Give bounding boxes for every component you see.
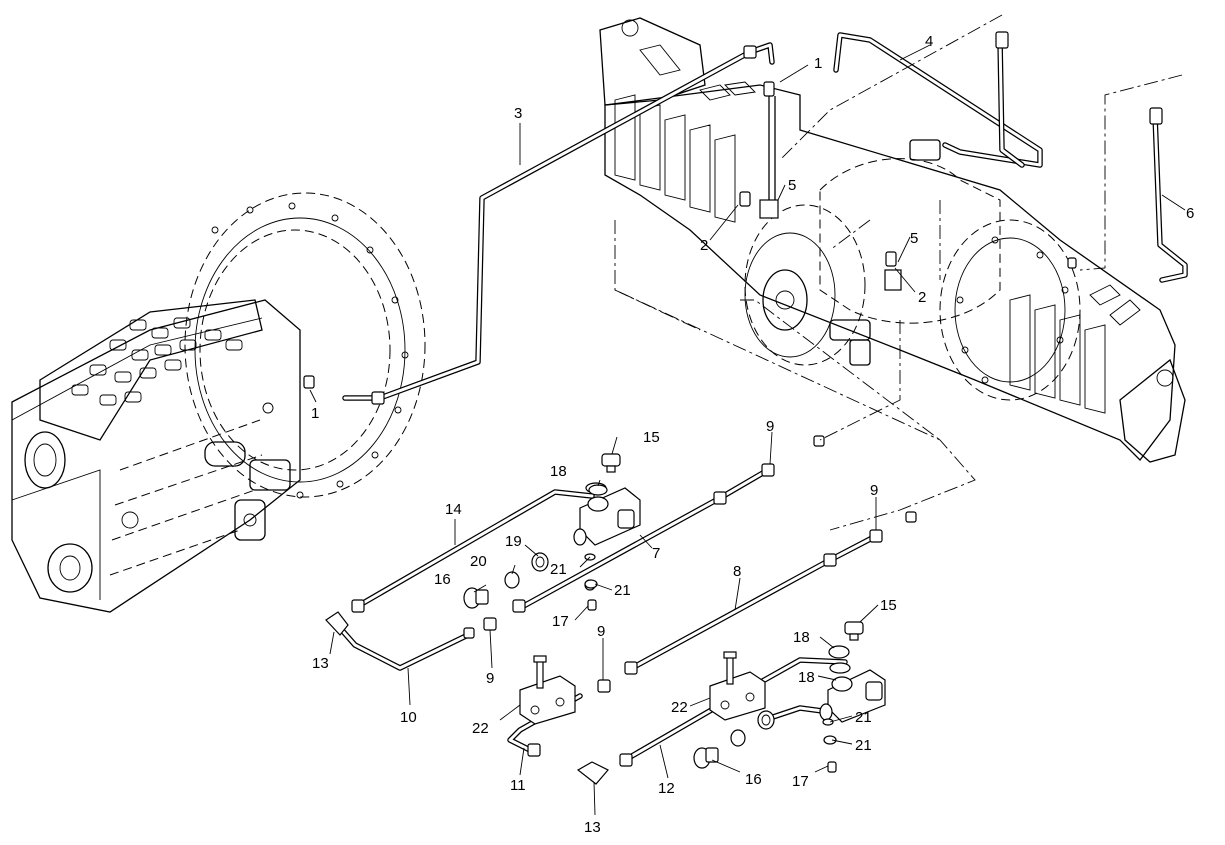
- callout-18-lower-a: 18: [793, 629, 810, 646]
- pipe-6: [1149, 107, 1188, 283]
- callout-1-top: 1: [814, 55, 822, 72]
- screw-17-lower: [827, 761, 837, 773]
- block-5-left: [759, 199, 779, 219]
- seal-rings: [504, 484, 850, 747]
- plug-16-upper: [463, 587, 489, 609]
- callout-22-right: 22: [671, 699, 688, 716]
- callout-9-b: 9: [870, 482, 878, 499]
- callout-21-lower-b: 21: [855, 737, 872, 754]
- callout-6: 6: [1186, 205, 1194, 222]
- plug-15-upper: [601, 453, 621, 473]
- fitting-1-transmission: [303, 375, 315, 389]
- callout-18-upper: 18: [550, 463, 567, 480]
- control-valve-block: [39, 299, 263, 441]
- callout-9-d: 9: [486, 670, 494, 687]
- axle-hub-right: [939, 219, 1081, 401]
- transmission-flange-outer: [184, 192, 426, 498]
- pipe-4: [833, 31, 1043, 168]
- construction-lines: [614, 14, 1183, 531]
- fittings-9: [483, 435, 917, 693]
- callout-21-upper-b: 21: [614, 582, 631, 599]
- plug-15-lower: [844, 621, 864, 641]
- elbow-13-upper: [325, 611, 349, 636]
- callout-9-c: 9: [597, 623, 605, 640]
- valve-body-upper: [573, 482, 641, 546]
- callout-17-upper: 17: [552, 613, 569, 630]
- callout-5-right: 5: [910, 230, 918, 247]
- callout-12: 12: [658, 780, 675, 797]
- cooling-fins-left: [614, 81, 756, 223]
- callout-20: 20: [470, 553, 487, 570]
- axle-hub-left: [744, 204, 866, 366]
- fitting-2-right: [885, 251, 897, 267]
- axle-housing: [604, 84, 1176, 461]
- clamp-22-right: [709, 651, 766, 721]
- callout-17-lower: 17: [792, 773, 809, 790]
- cooling-fins-right: [1009, 284, 1141, 414]
- callout-15-lower: 15: [880, 597, 897, 614]
- pipe-7: [512, 467, 771, 613]
- callout-14: 14: [445, 501, 462, 518]
- callout-4: 4: [925, 33, 933, 50]
- valve-body-lower: [819, 662, 886, 723]
- transmission-flange-inner: [199, 229, 391, 471]
- fitting-2-left: [739, 191, 751, 207]
- leader-lines: [309, 44, 1186, 816]
- pipe-8: [624, 533, 879, 675]
- block-5-right: [884, 269, 902, 291]
- callout-5-left: 5: [788, 177, 796, 194]
- callout-2-left: 2: [700, 237, 708, 254]
- callout-9-a: 9: [766, 418, 774, 435]
- callout-7: 7: [652, 545, 660, 562]
- callout-19: 19: [505, 533, 522, 550]
- callout-labels: 1 1 2 2 3 4 5 5 6 7 8 9 9 9 9 9 10 11 12…: [311, 33, 1194, 836]
- pipe-3: [342, 42, 775, 405]
- callout-3: 3: [514, 105, 522, 122]
- callout-8: 8: [733, 563, 741, 580]
- axle-center-drum: [819, 158, 1001, 324]
- callout-21-lower-a: 21: [855, 709, 872, 726]
- pipe-14: [351, 489, 595, 613]
- transmission-assembly: [11, 192, 426, 613]
- callout-2-right: 2: [918, 289, 926, 306]
- screw-17-upper: [587, 599, 597, 611]
- callout-13-lower: 13: [584, 819, 601, 836]
- pipe-10: [337, 625, 475, 671]
- callout-16-upper: 16: [434, 571, 451, 588]
- fitting-1-axle: [763, 81, 775, 97]
- transmission-housing: [11, 299, 301, 613]
- callout-21-upper-a: 21: [550, 561, 567, 578]
- callout-1-transmission: 1: [311, 405, 319, 422]
- elbow-13-lower: [576, 761, 609, 785]
- callout-22-left: 22: [472, 720, 489, 737]
- plug-16-lower: [693, 747, 719, 769]
- clamp-22-left: [519, 655, 576, 725]
- flange-bolt-holes: [211, 202, 409, 499]
- axle-assembly: [599, 17, 1186, 463]
- callout-18-lower-b: 18: [798, 669, 815, 686]
- callout-16-lower: 16: [745, 771, 762, 788]
- callout-15-upper: 15: [643, 429, 660, 446]
- callout-13-upper: 13: [312, 655, 329, 672]
- callout-10: 10: [400, 709, 417, 726]
- callout-11: 11: [510, 777, 526, 794]
